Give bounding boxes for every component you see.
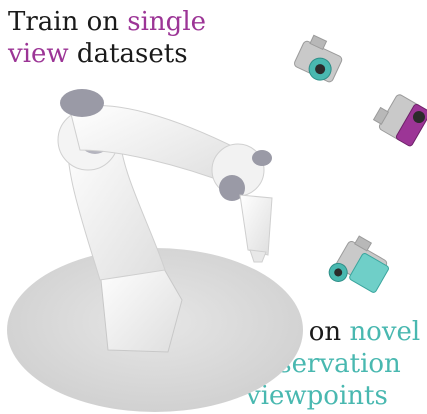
camera-icon [293, 34, 343, 83]
train-caption-highlight-single: single [127, 7, 207, 37]
test-caption-highlight-novel: novel [349, 317, 421, 347]
camera-icon [372, 94, 427, 147]
train-caption-highlight-view: view [8, 39, 69, 69]
train-caption-suffix: datasets [68, 39, 188, 69]
robot-arm-icon [57, 89, 273, 353]
camera-icon [328, 235, 389, 293]
test-caption-highlight-viewpoints: viewpoints [246, 381, 388, 411]
train-caption-prefix: Train on [8, 7, 128, 37]
train-caption-line-1: Train on single [8, 6, 206, 38]
train-caption-line-2: view datasets [8, 38, 206, 70]
train-caption: Train on single view datasets [8, 6, 206, 70]
